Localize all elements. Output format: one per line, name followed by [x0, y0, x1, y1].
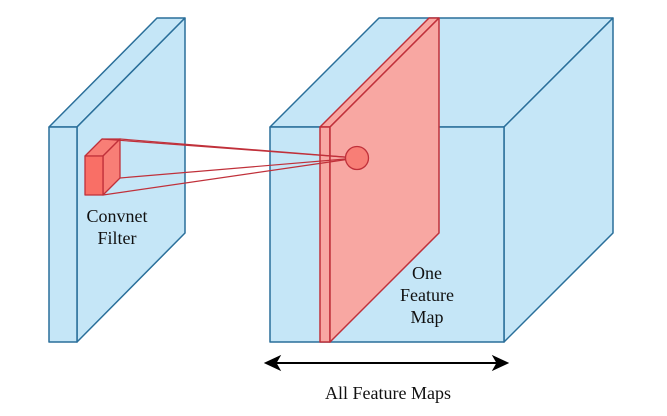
one-feature-map-label: One Feature Map: [372, 262, 482, 328]
arrow-head-right: [491, 354, 510, 372]
input-volume: [48, 17, 186, 343]
convnet-filter: [84, 138, 121, 196]
one-feature-map-label-line3: Map: [410, 307, 444, 327]
one-feature-map-label-line1: One: [412, 263, 442, 283]
projection-line: [119, 138, 358, 159]
output-neuron: [344, 145, 370, 171]
convnet-filter-label-line2: Filter: [97, 228, 137, 248]
feature-map-slice: [319, 17, 440, 343]
convnet-filter-label: Convnet Filter: [62, 205, 172, 249]
all-maps-arrow: [263, 354, 510, 372]
convnet-filter-front: [84, 155, 104, 196]
feature-map-slice-front: [319, 126, 331, 343]
projection-line: [119, 157, 358, 179]
arrow-head-left: [263, 354, 282, 372]
projection-lines: [101, 138, 358, 196]
feature-map-slice-face: [329, 17, 440, 343]
one-feature-map-label-line2: Feature: [400, 285, 454, 305]
projection-line: [102, 157, 358, 196]
convnet-filter-label-line1: Convnet: [86, 206, 148, 226]
all-feature-maps-label: All Feature Maps: [325, 383, 451, 403]
input-volume-front-face: [48, 126, 78, 343]
